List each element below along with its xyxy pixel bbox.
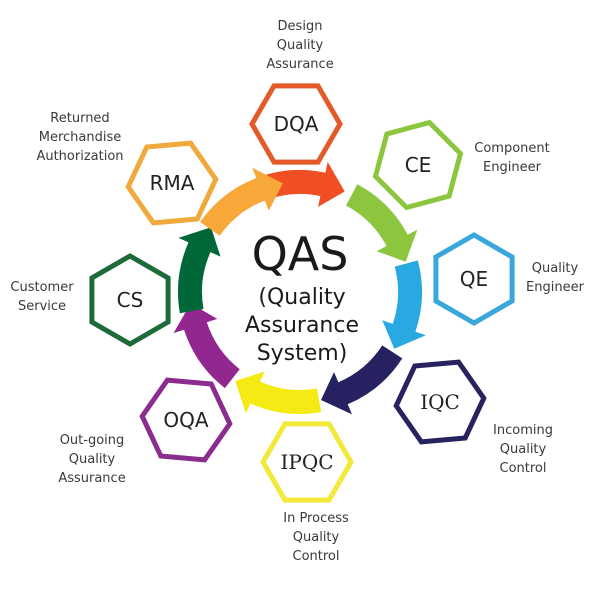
node-abbr-ipqc: IPQC [280,450,333,474]
node-desc-dqa-line-3: Assurance [266,57,333,72]
node-abbr-oqa: OQA [163,408,208,432]
arrow-dqa-to-ce [254,161,345,207]
arrow-rma-to-dqa [200,167,283,236]
node-desc-ipqc-line-2: Quality [293,530,340,545]
arrow-oqa-to-cs [173,303,240,389]
center-title: QAS [252,227,349,281]
hexagon-ipqc [260,421,354,503]
node-desc-ce-line-1: Component [474,141,549,156]
node-abbr-dqa: DQA [274,112,319,136]
node-desc-dqa-line-1: Design [278,19,323,34]
node-desc-ipqc-line-3: Control [293,549,340,564]
node-desc-rma-line-1: Returned [50,111,109,126]
node-desc-iqc-line-3: Control [500,461,547,476]
center-subtitle-line-3: System) [257,341,348,366]
node-desc-oqa-line-3: Assurance [58,471,125,486]
node-desc-iqc-line-2: Quality [500,442,547,457]
node-abbr-cs: CS [117,288,144,312]
node-desc-oqa-line-1: Out-going [60,433,125,448]
node-desc-qe-line-1: Quality [532,261,579,276]
node-desc-dqa-line-2: Quality [277,38,324,53]
hexagon-cs [89,253,171,347]
node-desc-ce-line-2: Engineer [483,160,542,175]
node-desc-oqa-line-2: Quality [69,452,116,467]
hexagon-oqa [139,377,233,463]
arrow-ce-to-qe [346,184,418,262]
center-subtitle-line-2: Assurance [245,313,359,338]
node-abbr-iqc: IQC [420,390,460,414]
node-abbr-rma: RMA [150,171,195,195]
node-abbr-ce: CE [405,153,432,177]
cycle-nodes: DQADesignQualityAssuranceCEComponentEngi… [10,19,584,564]
hexagon-ce [372,119,464,211]
node-desc-ipqc-line-1: In Process [283,511,349,526]
arrow-ipqc-to-oqa [235,371,322,414]
node-desc-qe-line-2: Engineer [526,280,585,295]
node-desc-rma-line-3: Authorization [36,149,123,164]
node-desc-cs-line-1: Customer [10,280,74,295]
arrow-cs-to-rma [178,227,221,314]
arrow-qe-to-iqc [382,260,426,349]
center-subtitle-line-1: (Quality [258,285,345,310]
hexagon-qe [433,232,515,326]
hexagon-iqc [393,359,487,445]
node-abbr-qe: QE [460,267,488,291]
hexagon-dqa [249,83,343,165]
arrow-iqc-to-ipqc [321,345,403,415]
node-desc-iqc-line-1: Incoming [493,423,553,438]
center-label: QAS (Quality Assurance System) [245,227,359,366]
node-desc-rma-line-2: Merchandise [39,130,122,145]
node-desc-cs-line-2: Service [18,299,66,314]
hexagon-rma [125,140,219,226]
cycle-arrows [173,161,426,415]
